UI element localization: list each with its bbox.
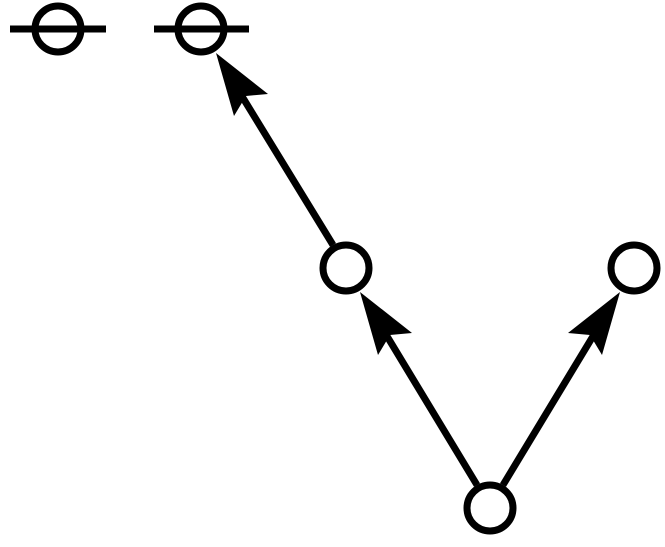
edge-n5-n3 [360,292,480,487]
arrowhead-icon [216,53,268,116]
arrowhead-icon [360,292,412,355]
node-n2 [154,2,249,56]
edge-n3-n2 [216,53,336,247]
node-n3 [319,241,373,295]
arrowhead-icon [568,292,620,355]
edge-n5-n4 [500,292,620,487]
node-n4 [607,241,661,295]
node-n1 [10,2,106,56]
node-n5 [463,481,517,535]
